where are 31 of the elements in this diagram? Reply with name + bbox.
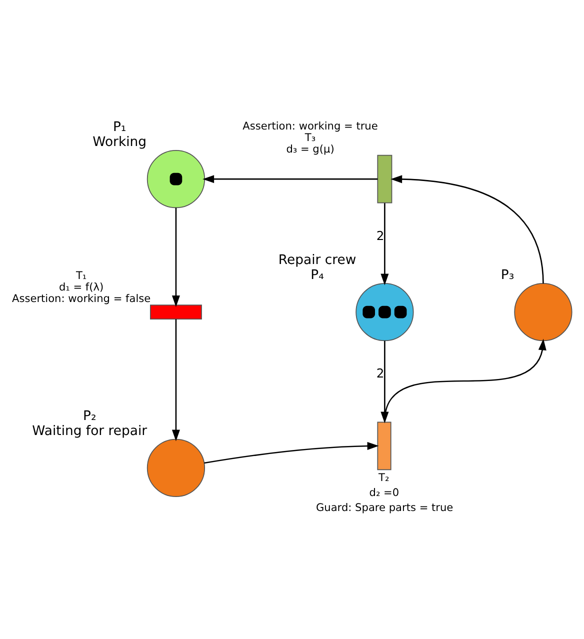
- node-label: P₄: [310, 268, 324, 283]
- arrow: [202, 174, 378, 183]
- arrow: [380, 202, 389, 285]
- arrow: [384, 338, 546, 421]
- arrow: [204, 442, 379, 464]
- node-label: P₁: [112, 120, 126, 135]
- node-bar: [150, 304, 202, 320]
- node-label: P₃: [500, 268, 514, 283]
- node-label: T₂: [378, 471, 390, 484]
- node-label: d₁ = f(λ): [58, 281, 104, 294]
- node-label: d₃ = g(μ): [286, 142, 334, 155]
- node-label: T₁: [76, 270, 87, 282]
- node-label: T₃: [304, 131, 316, 144]
- arrow: [172, 318, 180, 441]
- node-label: Working: [92, 134, 147, 150]
- arrow: [390, 174, 544, 283]
- edge-label: 2: [376, 228, 384, 242]
- node-circle: [356, 282, 414, 341]
- node-label: Guard: Spare parts = true: [316, 501, 454, 514]
- node-label: Assertion: working = true: [242, 120, 378, 132]
- node-label: d₂ =0: [369, 486, 400, 498]
- arrow: [172, 207, 180, 306]
- node-label: P₂: [83, 408, 96, 424]
- node-circle: [514, 282, 572, 341]
- node-label: Waiting for repair: [32, 423, 148, 438]
- node-label: Assertion: working = false: [12, 292, 151, 305]
- node-circle: [146, 438, 206, 497]
- node-circle: [146, 150, 206, 208]
- node-bar: [377, 154, 392, 203]
- edge-label: 2: [376, 366, 384, 380]
- node-label: Repair crew: [278, 252, 356, 268]
